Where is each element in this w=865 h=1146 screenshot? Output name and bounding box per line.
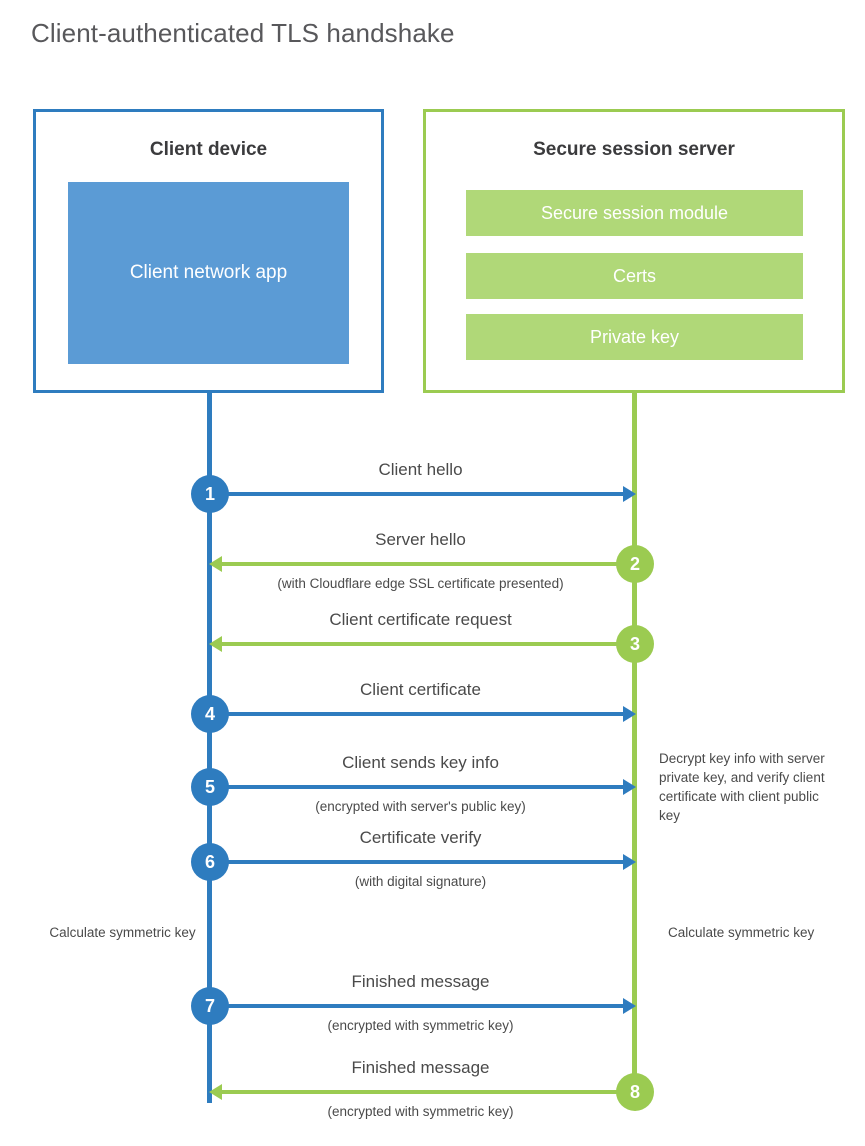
- message-label-4: Client certificate: [360, 680, 481, 699]
- server-module-secure-session-module: Secure session module: [466, 190, 803, 236]
- annotation-server-decrypt: Decrypt key info with server private key…: [659, 751, 825, 824]
- message-label-2: Server hello: [375, 530, 466, 549]
- message-arrow-line-2: [216, 562, 634, 566]
- server-module-private-key: Private key: [466, 314, 803, 360]
- message-arrow-line-5: [209, 785, 625, 789]
- step-badge-7: 7: [191, 987, 229, 1025]
- secure-session-server-box: Secure session server Secure session mod…: [423, 109, 845, 393]
- message-arrow-line-7: [209, 1004, 625, 1008]
- arrow-head-right-icon: [623, 486, 636, 502]
- arrow-head-right-icon: [623, 779, 636, 795]
- message-label-8: Finished message: [351, 1058, 490, 1077]
- message-sublabel-5: (encrypted with server's public key): [315, 799, 526, 814]
- arrow-head-right-icon: [623, 706, 636, 722]
- client-device-title: Client device: [149, 139, 268, 160]
- page-title: Client-authenticated TLS handshake: [31, 18, 455, 48]
- step-badge-6: 6: [191, 843, 229, 881]
- message-sublabel-2: (with Cloudflare edge SSL certificate pr…: [277, 576, 564, 591]
- arrow-head-left-icon: [209, 636, 222, 652]
- message-arrow-line-3: [216, 642, 634, 646]
- step-badge-2: 2: [616, 545, 654, 583]
- client-device-box: Client device Client network app: [33, 109, 384, 393]
- message-sublabel-8: (encrypted with symmetric key): [327, 1104, 514, 1119]
- message-label-7: Finished message: [351, 972, 490, 991]
- message-arrow-line-6: [209, 860, 625, 864]
- client-lifeline: [207, 393, 212, 1103]
- arrow-head-right-icon: [623, 854, 636, 870]
- secure-session-server-title: Secure session server: [533, 139, 735, 160]
- step-badge-5: 5: [191, 768, 229, 806]
- annotation-server-calculate-symmetric-key: Calculate symmetric key: [668, 925, 815, 940]
- step-badge-1: 1: [191, 475, 229, 513]
- message-label-6: Certificate verify: [359, 828, 482, 847]
- client-network-app-block: Client network app: [68, 182, 349, 364]
- arrow-head-right-icon: [623, 998, 636, 1014]
- server-lifeline: [632, 393, 637, 1093]
- message-sublabel-7: (encrypted with symmetric key): [327, 1018, 514, 1033]
- message-arrow-line-8: [216, 1090, 634, 1094]
- message-arrow-line-1: [209, 492, 625, 496]
- step-badge-3: 3: [616, 625, 654, 663]
- message-arrow-line-4: [209, 712, 625, 716]
- annotation-client-calculate-symmetric-key: Calculate symmetric key: [49, 925, 196, 940]
- message-label-3: Client certificate request: [329, 610, 512, 629]
- arrow-head-left-icon: [209, 556, 222, 572]
- arrow-head-left-icon: [209, 1084, 222, 1100]
- message-sublabel-6: (with digital signature): [354, 874, 487, 889]
- server-module-certs: Certs: [466, 253, 803, 299]
- message-label-5: Client sends key info: [342, 753, 499, 772]
- message-label-1: Client hello: [378, 460, 463, 479]
- step-badge-8: 8: [616, 1073, 654, 1111]
- step-badge-4: 4: [191, 695, 229, 733]
